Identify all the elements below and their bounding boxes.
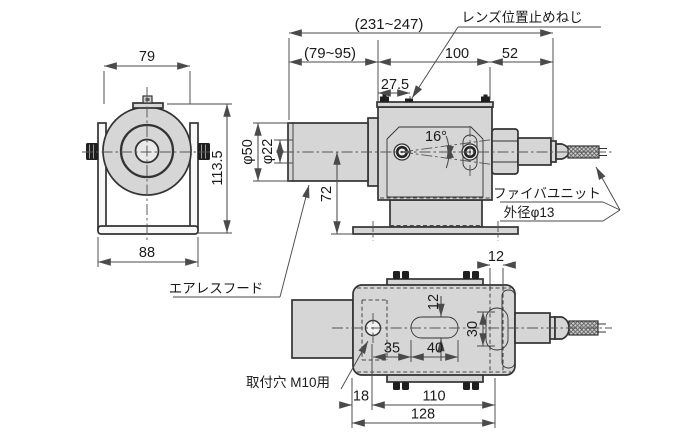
front-view: 79 113.5 88 [82, 49, 232, 267]
fiber-label-underlines [500, 201, 621, 222]
side-centerlines [283, 126, 612, 241]
top-corner-screw-right [481, 96, 490, 102]
dim-text-35: 35 [384, 341, 400, 357]
mount-hole-leader [340, 340, 369, 390]
label-fiber-od: 外径φ13 [504, 205, 555, 220]
dim-text-79: 79 [139, 49, 155, 65]
label-mount-hole: 取付穴 M10用 [246, 375, 330, 390]
label-lens-screw: レンズ位置止めねじ [461, 10, 582, 25]
top-corner-screw-left [380, 96, 389, 102]
dim-text-phi22: φ22 [260, 139, 276, 165]
dim-text-27-5: 27.5 [381, 77, 409, 93]
side-view: (231~247) (79~95) 100 52 27.5 16° φ50 φ2… [169, 10, 621, 298]
cable-continuation [599, 148, 607, 156]
lens-hood-ring [119, 123, 175, 179]
label-airless-hood: エアレスフード [169, 281, 264, 296]
angle-fan-lines [401, 137, 503, 167]
dim-text-phi50: φ50 [240, 139, 256, 165]
cable-continuation-bottom [598, 323, 606, 333]
dim-text-16deg: 16° [425, 129, 447, 145]
bottom-view: 12 12 30 35 40 18 110 128 取付穴 M10用 [246, 249, 612, 428]
hood-leader [279, 184, 310, 298]
top-corner-screw-left-nib [382, 94, 387, 97]
dim-text-113-5: 113.5 [210, 150, 226, 185]
top-plate-side [376, 101, 494, 108]
dim-text-slot-12: 12 [426, 294, 442, 310]
side-hidden-edges [380, 197, 490, 227]
dim-text-hood: (79~95) [304, 45, 356, 62]
bottom-centerlines [332, 313, 612, 343]
dim-text-110: 110 [422, 389, 445, 405]
base-flange-side [352, 226, 519, 235]
bracket-right-arm [189, 122, 199, 231]
dim-text-overall: (231~247) [355, 16, 424, 33]
dim-text-72: 72 [319, 186, 335, 202]
fiber-leader [595, 166, 621, 211]
front-centerlines [82, 87, 213, 243]
bottom-hidden-edges [357, 287, 511, 373]
fiber-hex-nut [491, 128, 519, 175]
hood-bottom [291, 299, 354, 359]
pivot-knob-left [86, 143, 98, 160]
dim-text-100: 100 [445, 46, 469, 62]
top-plate-front [132, 102, 164, 109]
access-panel [386, 126, 484, 198]
fiber-boot [555, 143, 570, 160]
front-extension-lines [97, 71, 232, 267]
lens-position-screw [405, 98, 413, 102]
top-screw-slot [145, 98, 150, 101]
lens-screw-leader [411, 26, 459, 99]
top-corner-screw-right-nib [483, 94, 488, 97]
dim-text-52: 52 [502, 46, 518, 62]
hex-nut-facets [492, 140, 518, 163]
dim-text-12-offset: 12 [488, 249, 504, 265]
label-fiber-unit: ファイバユニット [493, 186, 601, 201]
dim-text-128: 128 [411, 407, 435, 423]
dim-text-18: 18 [353, 389, 369, 405]
dim-text-88: 88 [139, 245, 155, 261]
flange-screws [393, 271, 479, 390]
pivot-knob-right [198, 143, 210, 160]
fiber-barrel [517, 137, 552, 166]
mounting-slot [410, 316, 459, 339]
dim-text-30: 30 [465, 321, 481, 337]
dim-text-40: 40 [427, 341, 443, 357]
bracket-base [97, 225, 199, 235]
body-pedestal [389, 199, 483, 228]
